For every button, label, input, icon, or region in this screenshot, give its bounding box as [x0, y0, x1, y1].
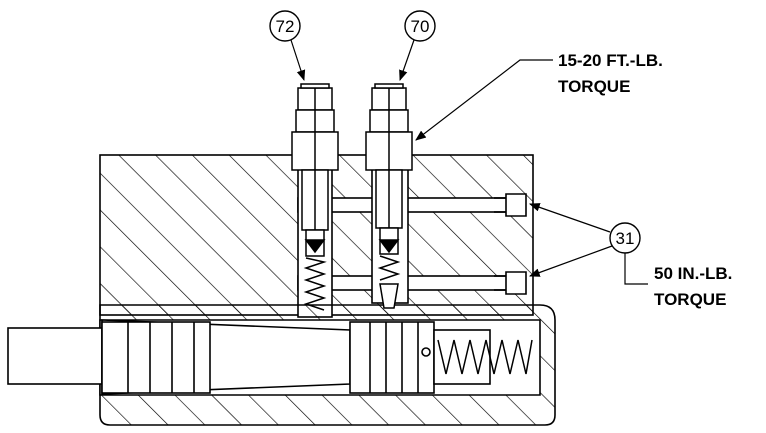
- cartridge-valve-70: [365, 83, 413, 309]
- ft-torque-line2: TORQUE: [558, 77, 630, 96]
- callout-31-label: 31: [616, 229, 635, 248]
- callout-70-label: 70: [411, 17, 430, 36]
- return-spring: [437, 339, 533, 375]
- piston-shaft: [7, 319, 491, 395]
- in-torque-line1: 50 IN.-LB.: [654, 264, 732, 283]
- in-torque-line2: TORQUE: [654, 290, 726, 309]
- cartridge-valve-72: [291, 83, 339, 311]
- in-torque-note: 50 IN.-LB. TORQUE: [624, 253, 732, 309]
- callout-72: 72: [269, 10, 306, 82]
- ft-torque-note: 15-20 FT.-LB. TORQUE: [415, 51, 663, 141]
- ft-torque-line1: 15-20 FT.-LB.: [558, 51, 663, 70]
- callout-31: 31: [528, 203, 641, 277]
- callout-70: 70: [399, 10, 436, 82]
- callout-72-label: 72: [276, 17, 295, 36]
